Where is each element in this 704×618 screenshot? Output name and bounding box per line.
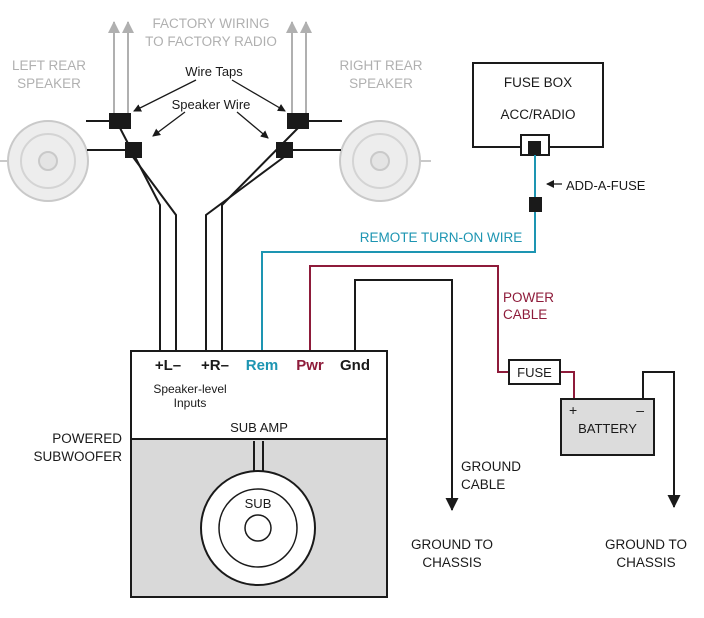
terminal-left-input: +L– (154, 357, 182, 374)
remote-turn-on-wire (261, 155, 536, 350)
speaker-wire-left-plus (119, 127, 161, 350)
right-rear-speaker (339, 120, 431, 202)
speaker-wires-and-taps (86, 113, 342, 350)
inline-fuse-label: FUSE (517, 364, 552, 380)
fuse-box-slot-label: ACC/RADIO (500, 107, 576, 122)
speaker-wire-right-minus (205, 156, 285, 350)
sub-connector-wires (253, 441, 264, 472)
battery-label: BATTERY (578, 421, 637, 436)
factory-wiring-arrows (108, 21, 312, 118)
factory-wiring-label: FACTORY WIRING TO FACTORY RADIO (145, 16, 277, 49)
inline-fuse: FUSE (508, 359, 561, 385)
wire-tap-right-1 (287, 113, 309, 129)
sub-driver (200, 470, 316, 586)
wire-tap-left-1 (109, 113, 131, 129)
fuse-box-title: FUSE BOX (503, 75, 573, 90)
speaker-wire-label: Speaker Wire (171, 97, 251, 112)
add-a-fuse (529, 197, 542, 212)
ground-cable-label: GROUND CABLE (461, 459, 521, 492)
wire-taps-pointer-left (133, 79, 197, 112)
ground-to-chassis-label-battery: GROUND TO CHASSIS (604, 537, 688, 570)
left-rear-speaker (0, 120, 89, 202)
powered-subwoofer-label: POWERED SUBWOOFER (33, 431, 122, 464)
terminal-ground: Gnd (340, 357, 370, 374)
ground-to-chassis-label-amp: GROUND TO CHASSIS (410, 537, 494, 570)
terminal-power: Pwr (296, 357, 324, 374)
fuse-box-connector (520, 134, 550, 156)
speaker-wire-pointer-right (236, 111, 269, 139)
wire-tap-right-2 (276, 142, 293, 158)
terminal-right-input: +R– (201, 357, 229, 374)
add-a-fuse-label: ADD-A-FUSE (566, 178, 646, 193)
battery-minus-terminal: – (636, 402, 644, 418)
battery-ground-wire (642, 371, 681, 508)
right-speaker-label: RIGHT REAR SPEAKER (339, 58, 423, 91)
terminal-remote: Rem (245, 357, 279, 374)
wire-taps-label: Wire Taps (185, 64, 243, 79)
power-cable-label: POWER CABLE (503, 290, 555, 322)
sub-amp-label: SUB AMP (230, 420, 288, 435)
remote-turn-on-label: REMOTE TURN-ON WIRE (359, 230, 523, 245)
sub-label: SUB (244, 496, 272, 511)
ground-cable-wire (354, 279, 459, 511)
fuse-box: FUSE BOX ACC/RADIO (472, 62, 604, 148)
battery-plus-terminal: + (569, 402, 578, 418)
speaker-wire-right-plus (221, 127, 299, 350)
label-pointer-arrows (133, 79, 562, 188)
power-cable-wire (309, 265, 575, 398)
battery: + – BATTERY (560, 398, 655, 456)
wire-taps-pointer-right (231, 79, 286, 112)
left-speaker-label: LEFT REAR SPEAKER (11, 58, 87, 91)
speaker-level-inputs-label: Speaker-level Inputs (153, 382, 227, 410)
speaker-wire-pointer-left (152, 111, 186, 137)
speaker-wire-left-minus (132, 156, 177, 350)
